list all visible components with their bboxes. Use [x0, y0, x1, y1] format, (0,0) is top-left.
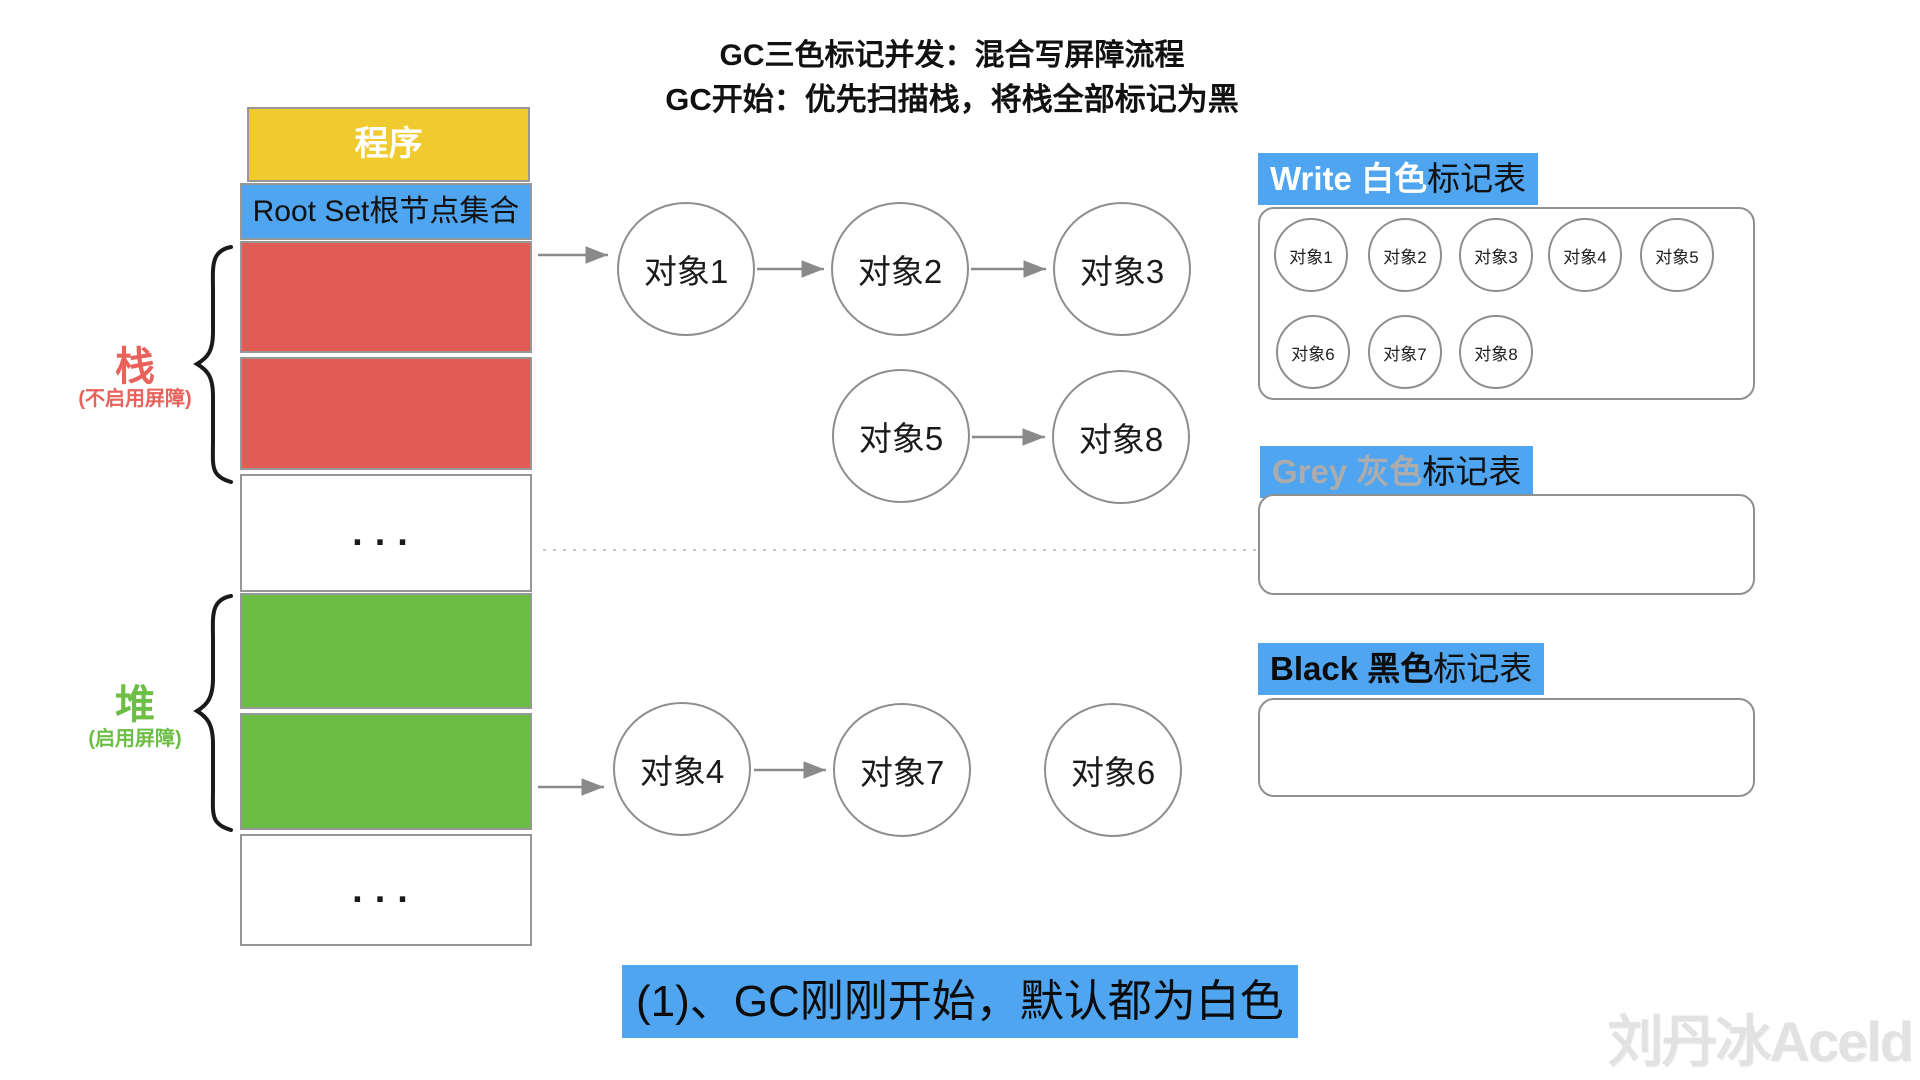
memory-segment-stack-1 — [240, 241, 532, 353]
grey-table-label: Grey 灰色标记表 — [1260, 446, 1534, 498]
memory-segment-program: 程序 — [247, 107, 530, 182]
object-node-6: 对象6 — [1044, 703, 1182, 837]
memory-segment-ellipsis-1: ... — [240, 474, 532, 592]
diagram-title-line2: GC开始：优先扫描栈，将栈全部标记为黑 — [665, 82, 1239, 117]
stack-label: 栈 — [115, 345, 155, 389]
white-table-item: 对象7 — [1368, 315, 1442, 389]
heap-sub-label: (启用屏障) — [88, 728, 182, 750]
object-node-1: 对象1 — [617, 202, 755, 336]
black-table-label-suffix: 标记表 — [1433, 650, 1533, 687]
white-table-item: 对象3 — [1459, 218, 1533, 292]
white-table-item: 对象2 — [1368, 218, 1442, 292]
diagram-title-line1: GC三色标记并发：混合写屏障流程 — [719, 39, 1185, 72]
white-table-item: 对象8 — [1459, 315, 1533, 389]
ellipsis-dots: ... — [352, 512, 420, 554]
memory-segment-rootset: Root Set根节点集合 — [240, 183, 532, 240]
grey-table-label-en: Grey 灰色 — [1272, 453, 1423, 490]
white-table-label: Write 白色标记表 — [1258, 153, 1539, 205]
watermark: 刘丹冰Aceld — [1607, 1010, 1914, 1073]
grey-table-label-suffix: 标记表 — [1422, 453, 1522, 490]
grey-table-box — [1258, 494, 1755, 595]
black-table-label: Black 黑色标记表 — [1258, 643, 1545, 695]
ellipsis-dots: ... — [352, 869, 420, 911]
white-table-item: 对象6 — [1276, 315, 1350, 389]
stack-sub-label: (不启用屏障) — [78, 388, 192, 410]
black-table-label-en: Black 黑色 — [1270, 650, 1434, 687]
white-table-label-en: Write 白色 — [1270, 160, 1428, 197]
object-node-2: 对象2 — [831, 202, 969, 336]
heap-label: 堆 — [115, 683, 155, 727]
memory-segment-heap-2 — [240, 713, 532, 830]
white-table-item: 对象1 — [1274, 218, 1348, 292]
white-table-label-suffix: 标记表 — [1427, 160, 1527, 197]
white-table-item: 对象4 — [1548, 218, 1622, 292]
object-node-4: 对象4 — [613, 702, 751, 836]
object-node-7: 对象7 — [833, 703, 971, 837]
object-node-3: 对象3 — [1053, 202, 1191, 336]
memory-segment-heap-1 — [240, 593, 532, 709]
object-node-8: 对象8 — [1052, 370, 1190, 504]
white-table-item: 对象5 — [1640, 218, 1714, 292]
black-table-box — [1258, 698, 1755, 797]
memory-segment-stack-2 — [240, 357, 532, 470]
object-node-5: 对象5 — [832, 369, 970, 503]
memory-segment-ellipsis-2: ... — [240, 834, 532, 946]
step-caption: (1)、GC刚刚开始，默认都为白色 — [622, 965, 1298, 1038]
